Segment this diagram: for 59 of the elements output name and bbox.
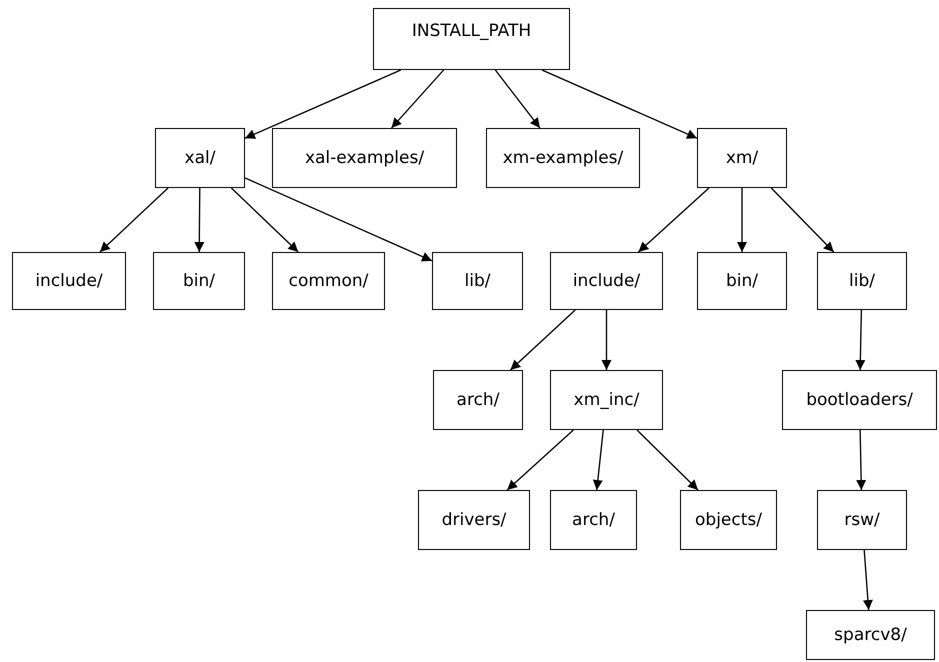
folder-name: rsw/ — [844, 510, 880, 530]
arrow — [230, 188, 299, 252]
folder-box — [817, 252, 907, 310]
folder-name: lib/ — [464, 271, 490, 291]
folder-name: xal-examples/ — [304, 148, 424, 168]
folder-name: drivers/ — [442, 510, 506, 530]
folder-box — [373, 8, 570, 70]
folder-name: sparcv8/ — [834, 625, 907, 645]
arrow — [494, 70, 540, 128]
folder-box — [697, 252, 787, 310]
arrow — [542, 69, 698, 139]
folder-box — [12, 252, 126, 310]
folder-name: bin/ — [182, 271, 216, 291]
folder-box — [418, 490, 530, 550]
folder-box — [550, 370, 663, 430]
arrow — [636, 430, 698, 490]
arrow — [592, 430, 604, 490]
folder-name: lib/ — [849, 271, 875, 291]
folder-name: bootloaders/ — [806, 390, 913, 410]
folder-box — [272, 252, 385, 310]
folder-box — [697, 128, 787, 188]
folder-box — [153, 252, 245, 310]
folder-name: arch/ — [572, 510, 615, 530]
folder-name: xm_inc/ — [574, 390, 640, 410]
folder-box — [550, 490, 637, 550]
arrow — [194, 188, 204, 252]
arrow — [506, 430, 574, 490]
folder-box — [272, 128, 457, 188]
arrow — [855, 310, 866, 370]
folder-name: xm/ — [726, 148, 758, 168]
arrow — [862, 550, 873, 610]
arrow — [510, 310, 576, 370]
folder-box — [680, 490, 777, 550]
folder-name: arch/ — [456, 390, 500, 410]
folder-box — [550, 252, 663, 310]
folder-name: common/ — [288, 271, 368, 291]
folder-box — [432, 252, 523, 310]
folder-name: INSTALL_PATH — [412, 21, 532, 43]
arrow — [99, 188, 168, 252]
arrow — [244, 177, 432, 262]
arrow — [737, 188, 747, 252]
folder-name: objects/ — [695, 510, 762, 530]
folder-box — [486, 128, 640, 188]
folder-box — [155, 128, 245, 188]
folder-name: xal/ — [184, 148, 216, 168]
folder-box — [782, 370, 937, 430]
folder-name: bin/ — [726, 271, 758, 291]
folder-name: xm-examples/ — [502, 148, 624, 168]
arrow — [244, 69, 402, 139]
arrow — [856, 430, 866, 490]
arrow — [391, 70, 444, 128]
folder-box — [806, 610, 935, 660]
arrow — [638, 188, 710, 252]
folder-name: include/ — [572, 271, 640, 291]
arrow — [770, 188, 834, 252]
folder-name: include/ — [35, 271, 103, 291]
arrow — [602, 310, 612, 370]
folder-box — [817, 490, 907, 550]
folder-box — [433, 370, 523, 430]
